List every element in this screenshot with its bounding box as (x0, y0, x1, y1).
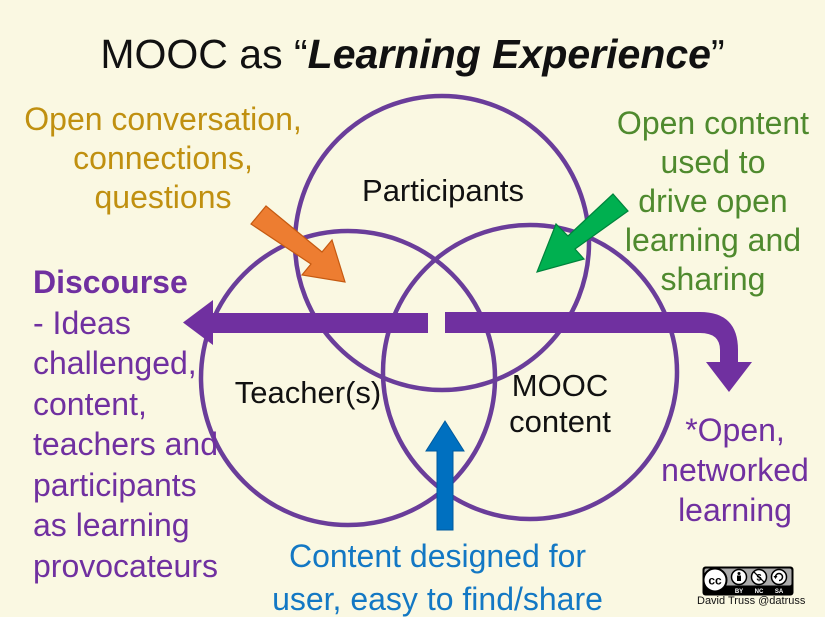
cc-logo-icon (702, 567, 728, 593)
orange-arrow (250, 205, 346, 283)
open-conversation-annotation: Open conversation, connections, question… (8, 100, 318, 217)
annotation-line: sharing (660, 261, 766, 297)
title-emphasis: Learning Experience (307, 31, 711, 77)
mooc-content-label-line: content (509, 404, 611, 439)
teachers-circle (198, 228, 498, 528)
annotation-line: provocateurs (33, 547, 218, 584)
annotation-line: Content designed for (288, 538, 587, 574)
attribution-icon-head (737, 572, 741, 575)
annotation-line: drive open (638, 183, 788, 219)
sharealike-arrowhead (773, 576, 778, 579)
participants-label: Participants (362, 173, 524, 208)
slide-title: MOOC as “Learning Experience” (0, 34, 825, 75)
annotation-line: teachers and (33, 426, 219, 462)
mooc-content-label-line: MOOC (511, 368, 609, 403)
sa-label: SA (775, 589, 784, 595)
green-arrow (535, 193, 629, 273)
annotation-line: Open content (616, 105, 810, 141)
mooc-content-circle (380, 222, 680, 522)
cc-logo-text: cc (708, 574, 722, 588)
annotation-line: participants (33, 466, 197, 503)
annotation-line: questions (94, 179, 232, 215)
participants-circle (292, 93, 592, 393)
annotation-line: networked (661, 452, 809, 488)
annotation-line: *Open, (685, 412, 785, 448)
title-prefix: MOOC as “ (100, 31, 308, 77)
purple-curved-arrow (445, 312, 752, 392)
annotation-line: as learning (33, 507, 190, 543)
cc-license-badge: cc $ BY NC SA (702, 566, 794, 596)
author-credit: David Truss @datruss (697, 595, 806, 607)
annotation-line: Open conversation, (24, 101, 302, 137)
annotation-line: - Ideas (33, 304, 131, 341)
discourse-annotation: Discourse - Ideas challenged, content, t… (33, 262, 218, 586)
sharealike-icon (770, 568, 788, 586)
mooc-content-label: MOOC content (490, 368, 630, 440)
blue-up-arrow (425, 420, 465, 531)
title-suffix: ” (710, 31, 725, 77)
annotation-line: learning and (624, 222, 802, 258)
sharealike-arc (774, 572, 784, 582)
noncommercial-slash (753, 571, 765, 583)
open-content-annotation: Open content used to drive open learning… (608, 104, 818, 299)
discourse-heading: Discourse (33, 264, 188, 300)
annotation-line: challenged, (33, 345, 197, 381)
annotation-line: user, easy to find/share (272, 581, 603, 617)
annotation-line: connections, (73, 140, 253, 176)
nc-label: NC (755, 589, 764, 595)
purple-left-arrow (183, 300, 428, 345)
annotation-line: content, (33, 385, 147, 422)
by-label: BY (735, 589, 743, 595)
annotation-line: learning (678, 492, 792, 528)
content-designed-annotation: Content designed for user, easy to find/… (255, 535, 620, 617)
teachers-label: Teacher(s) (234, 375, 382, 410)
open-networked-annotation: *Open, networked learning (655, 410, 815, 530)
attribution-icon-body (737, 575, 741, 581)
annotation-line: used to (660, 144, 766, 180)
